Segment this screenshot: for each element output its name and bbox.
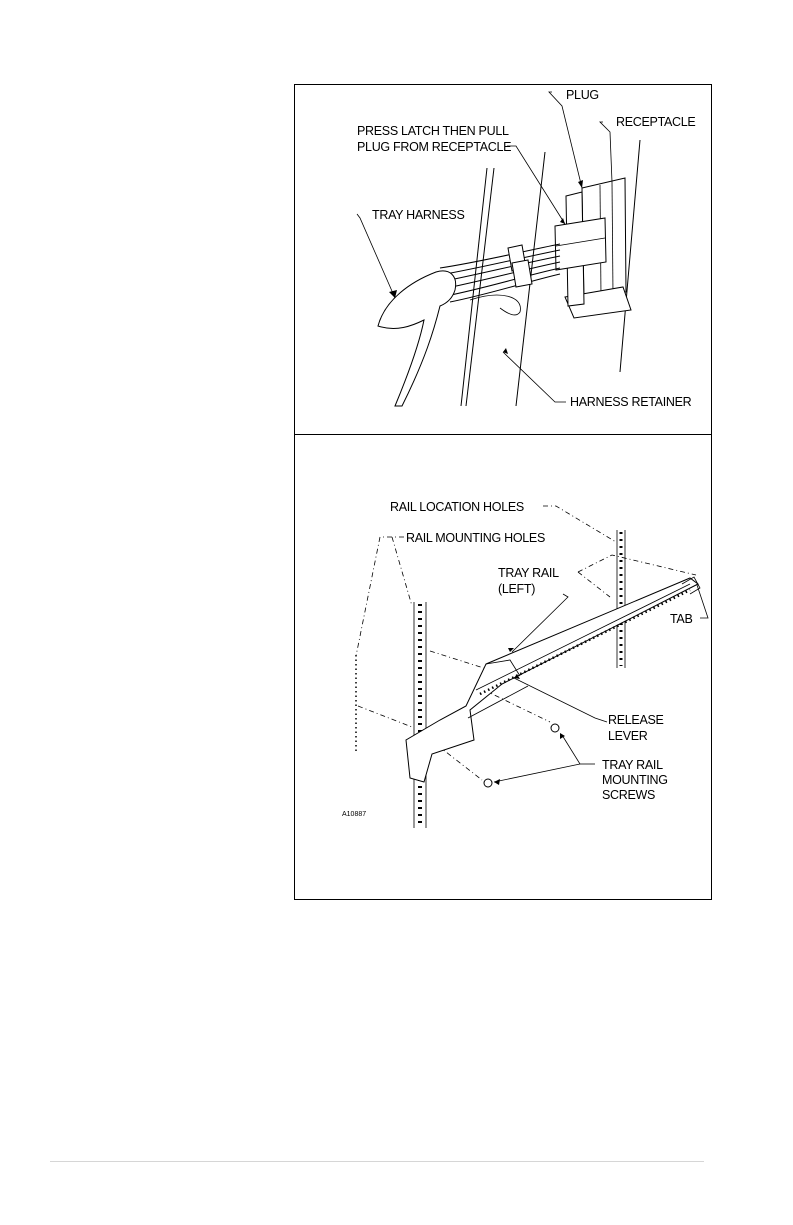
screws-leader-1 — [562, 735, 580, 764]
label-tab: TAB — [670, 612, 692, 626]
label-press-latch-1: PRESS LATCH THEN PULL — [357, 124, 509, 138]
label-tray-harness: TRAY HARNESS — [372, 208, 465, 222]
label-rail-location-holes: RAIL LOCATION HOLES — [390, 500, 524, 514]
plug-latch — [555, 218, 606, 270]
label-plug: PLUG — [566, 88, 599, 102]
tray-harness-leader — [357, 214, 395, 298]
retainer-edge-left — [466, 168, 494, 406]
screws-leader-2 — [494, 764, 580, 782]
label-tray-rail-2: (LEFT) — [498, 582, 535, 596]
press-latch-leader — [507, 146, 565, 224]
label-screws-3: SCREWS — [602, 788, 655, 802]
harness-retainer-leader — [503, 352, 566, 402]
screw-2 — [484, 779, 492, 787]
label-receptacle: RECEPTACLE — [616, 115, 695, 129]
plug-leader — [549, 92, 582, 188]
label-screws-1: TRAY RAIL — [602, 758, 663, 772]
rail-mounting-leader-front — [392, 537, 412, 606]
rail-mounting-leader-rear — [356, 537, 392, 656]
harness-illustration — [378, 140, 640, 406]
label-rail-mounting-holes: RAIL MOUNTING HOLES — [406, 531, 545, 545]
cable-tie-2 — [512, 260, 532, 287]
receptacle-leader — [600, 122, 612, 182]
label-press-latch-2: PLUG FROM RECEPTACLE — [357, 140, 511, 154]
label-release-2: LEVER — [608, 729, 648, 743]
screw-1 — [551, 724, 559, 732]
rail-location-leader — [543, 506, 616, 542]
label-tray-rail-1: TRAY RAIL — [498, 566, 559, 580]
release-lever-leader — [514, 678, 607, 722]
tab-leader — [697, 585, 708, 618]
hand — [378, 271, 456, 406]
label-release-1: RELEASE — [608, 713, 664, 727]
figure-id: A10887 — [342, 811, 366, 818]
label-harness-retainer: HARNESS RETAINER — [570, 395, 692, 409]
label-screws-2: MOUNTING — [602, 773, 668, 787]
